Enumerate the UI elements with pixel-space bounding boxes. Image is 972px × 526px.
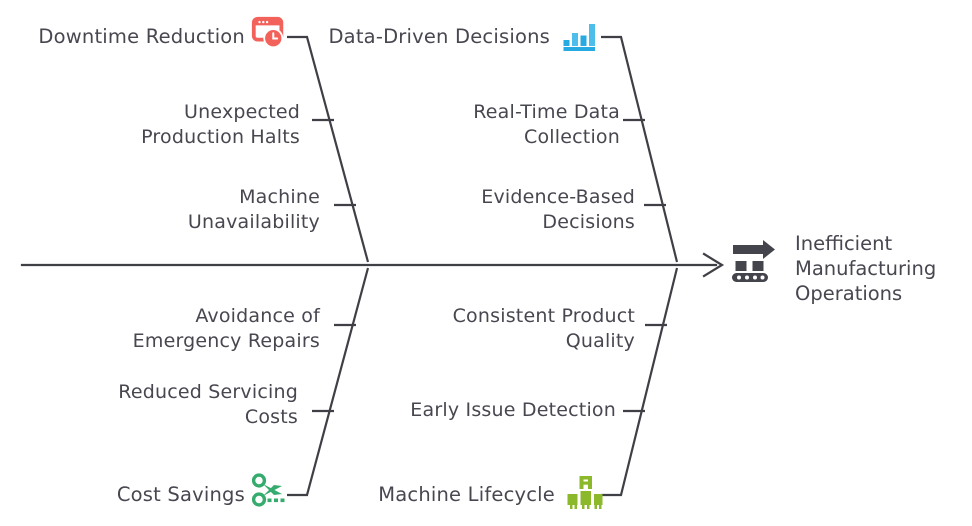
bone-cost-savings (287, 267, 370, 497)
cause-label-early-issue-detection: Early Issue Detection (410, 399, 616, 421)
cause-label-unexpected-production-halts: Unexpected Production Halts (141, 101, 300, 148)
cause-label-consistent-product-quality: Consistent Product Quality (452, 305, 635, 352)
effect-label: Inefficient Manufacturing Operations (795, 232, 937, 305)
window-clock-icon (250, 14, 288, 52)
bone-downtime-reduction (287, 35, 370, 263)
factory-machine-icon (565, 472, 603, 510)
category-label-machine-lifecycle: Machine Lifecycle (378, 483, 555, 506)
conveyor-belt-icon (730, 239, 782, 291)
scissors-icon (251, 473, 290, 509)
category-label-data-driven-decisions: Data-Driven Decisions (328, 25, 550, 48)
spine-arrowhead (702, 252, 725, 278)
cause-label-reduced-servicing-costs: Reduced Servicing Costs (118, 381, 298, 428)
bone-machine-lifecycle (601, 267, 679, 497)
cause-label-evidence-based-decisions: Evidence-Based Decisions (481, 186, 635, 233)
category-label-downtime-reduction: Downtime Reduction (38, 25, 245, 48)
bar-chart-icon (562, 20, 598, 52)
category-label-cost-savings: Cost Savings (116, 483, 245, 506)
bone-data-driven-decisions (601, 35, 679, 263)
cause-label-machine-unavailability: Machine Unavailability (187, 186, 320, 233)
cause-label-avoidance-of-emergency-repairs: Avoidance of Emergency Repairs (132, 305, 320, 352)
cause-label-real-time-data-collection: Real-Time Data Collection (473, 101, 620, 148)
